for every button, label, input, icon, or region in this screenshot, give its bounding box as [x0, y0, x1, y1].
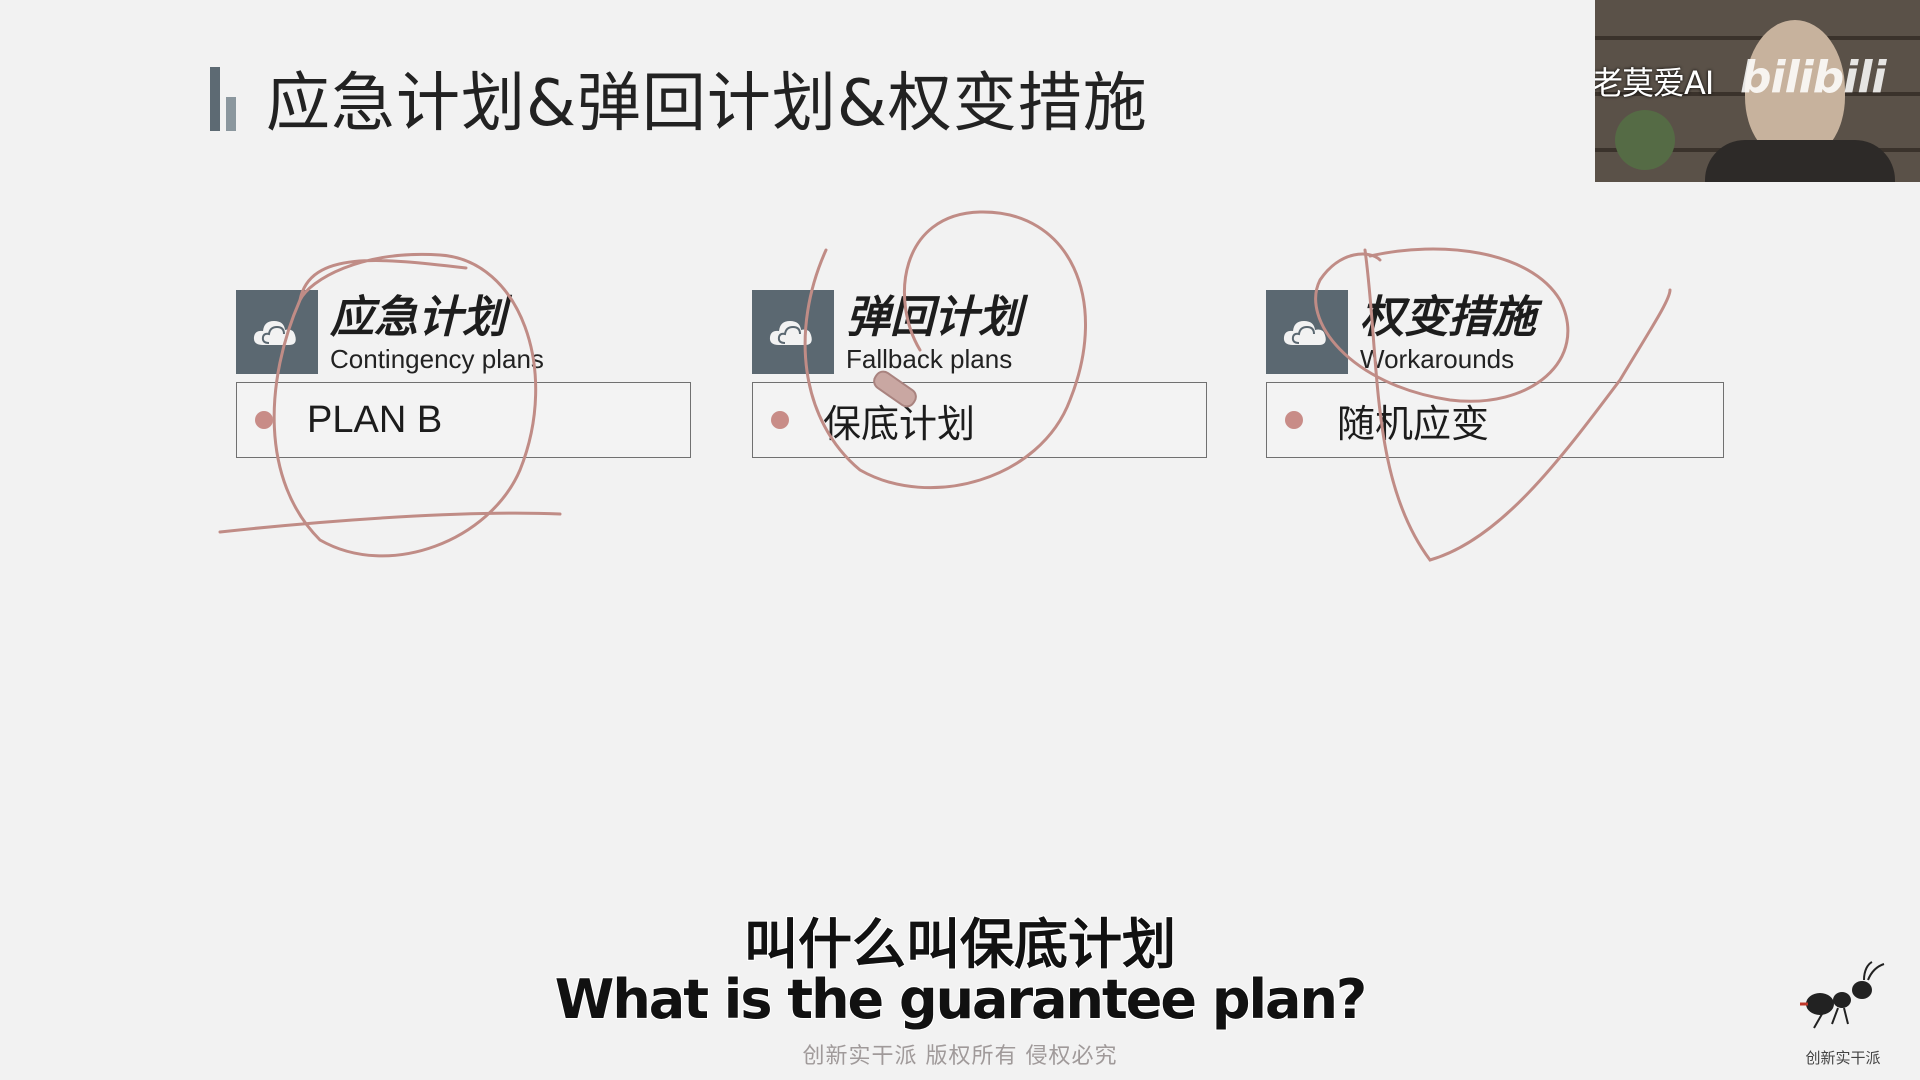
card-header: 弹回计划 Fallback plans [752, 290, 1207, 376]
card-subtitle: Contingency plans [330, 344, 544, 374]
brand-logo: 创新实干派 [1788, 958, 1898, 1068]
presenter-face [1745, 20, 1845, 160]
subtitle-english: What is the guarantee plan? [554, 967, 1368, 1032]
brand-name: 创新实干派 [1805, 1049, 1881, 1067]
presenter-body [1705, 140, 1895, 182]
cloud-icon [752, 290, 834, 374]
card-fallback: 弹回计划 Fallback plans 保底计划 [752, 290, 1207, 458]
card-item: 保底计划 [823, 403, 976, 446]
slide-title-bar: 应急计划&弹回计划&权变措施 [210, 52, 1148, 144]
cloud-icon [1266, 290, 1348, 374]
card-contingency: 应急计划 Contingency plans PLAN B [236, 290, 691, 458]
card-item: 随机应变 [1337, 403, 1490, 446]
title-accent-bars [210, 65, 236, 131]
bilibili-logo: bilibili [1740, 52, 1886, 103]
card-title: 弹回计划 [846, 292, 1022, 343]
webcam-overlay: 老莫爱AI bilibili [1595, 0, 1920, 182]
plant [1615, 110, 1675, 170]
bullet-dot-icon [771, 411, 789, 429]
card-item-box: 随机应变 [1266, 382, 1724, 458]
card-workarounds: 权变措施 Workarounds 随机应变 [1266, 290, 1724, 458]
card-item: PLAN B [307, 398, 443, 441]
copyright-notice: 创新实干派 版权所有 侵权必究 [802, 1044, 1118, 1069]
card-subtitle: Fallback plans [846, 344, 1013, 374]
ant-logo-icon [1800, 961, 1885, 1029]
channel-name: 老莫爱AI [1595, 64, 1714, 102]
card-item-box: PLAN B [236, 382, 691, 458]
slide-title: 应急计划&弹回计划&权变措施 [266, 67, 1148, 141]
card-header: 权变措施 Workarounds [1266, 290, 1724, 376]
bullet-dot-icon [255, 411, 273, 429]
card-title: 应急计划 [330, 292, 506, 343]
card-title: 权变措施 [1360, 292, 1536, 343]
bullet-dot-icon [1285, 411, 1303, 429]
cloud-icon [236, 290, 318, 374]
subtitle-chinese: 叫什么叫保底计划 [743, 912, 1177, 977]
card-item-box: 保底计划 [752, 382, 1207, 458]
card-subtitle: Workarounds [1360, 344, 1515, 374]
card-header: 应急计划 Contingency plans [236, 290, 691, 376]
